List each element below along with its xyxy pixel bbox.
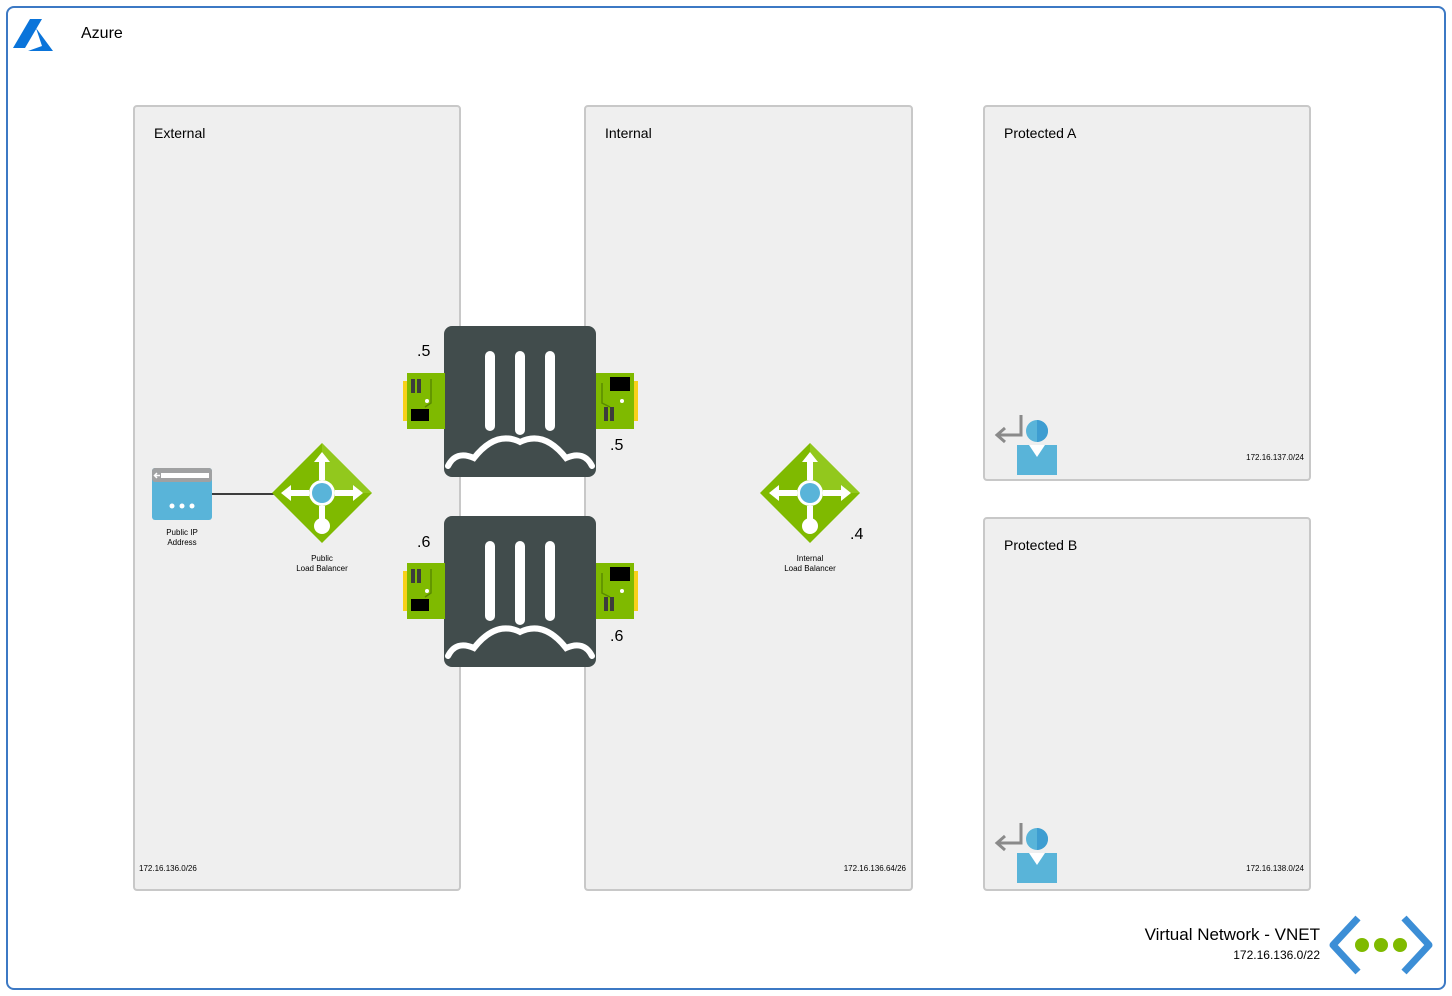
vnet-icon <box>1329 915 1433 975</box>
ip-to-lb-connector <box>212 493 274 495</box>
public-load-balancer-icon[interactable] <box>271 442 373 546</box>
internal-load-balancer-icon[interactable] <box>759 442 861 546</box>
subnet-protected-a[interactable]: Protected A 172.16.137.0/24 <box>983 105 1311 481</box>
subnet-internal[interactable]: Internal 172.16.136.64/26 <box>584 105 913 891</box>
fw2-internal-ip-label: .6 <box>610 628 624 645</box>
subnet-protected-b-title: Protected B <box>1004 537 1078 553</box>
fw1-internal-ip-label: .5 <box>610 437 624 454</box>
azure-title: Azure <box>81 25 123 42</box>
subnet-protected-b-cidr: 172.16.138.0/24 <box>1246 864 1304 873</box>
nic-internal-fw2-icon <box>596 563 638 619</box>
public-ip-label: Public IP Address <box>166 528 198 547</box>
fw1-external-ip-label: .5 <box>417 343 431 360</box>
subnet-protected-a-title: Protected A <box>1004 125 1077 141</box>
fortigate-1-icon[interactable] <box>444 326 596 477</box>
route-user-icon <box>994 415 1057 475</box>
azure-logo-icon <box>13 19 53 51</box>
fw2-external-ip-label: .6 <box>417 534 431 551</box>
subnet-internal-title: Internal <box>605 125 652 141</box>
fortigate-2-icon[interactable] <box>444 516 596 667</box>
public-load-balancer-label: Public Load Balancer <box>296 554 348 573</box>
public-ip-icon[interactable] <box>151 467 213 521</box>
vnet-title: Virtual Network - VNET <box>1144 925 1320 944</box>
subnet-internal-cidr: 172.16.136.64/26 <box>843 864 906 873</box>
internal-load-balancer-label: Internal Load Balancer <box>784 554 836 573</box>
subnet-external-cidr: 172.16.136.0/26 <box>139 864 197 873</box>
subnet-external-title: External <box>154 125 206 141</box>
vnet-cidr: 172.16.136.0/22 <box>1233 948 1320 962</box>
subnet-protected-b[interactable]: Protected B 172.16.138.0/24 <box>983 517 1311 891</box>
route-user-icon <box>994 823 1057 883</box>
azure-frame <box>6 6 1446 990</box>
nic-external-fw2-icon <box>403 563 445 619</box>
internal-lb-ip-label: .4 <box>850 526 864 543</box>
subnet-protected-a-cidr: 172.16.137.0/24 <box>1246 453 1304 462</box>
nic-external-fw1-icon <box>403 373 445 429</box>
nic-internal-fw1-icon <box>596 373 638 429</box>
